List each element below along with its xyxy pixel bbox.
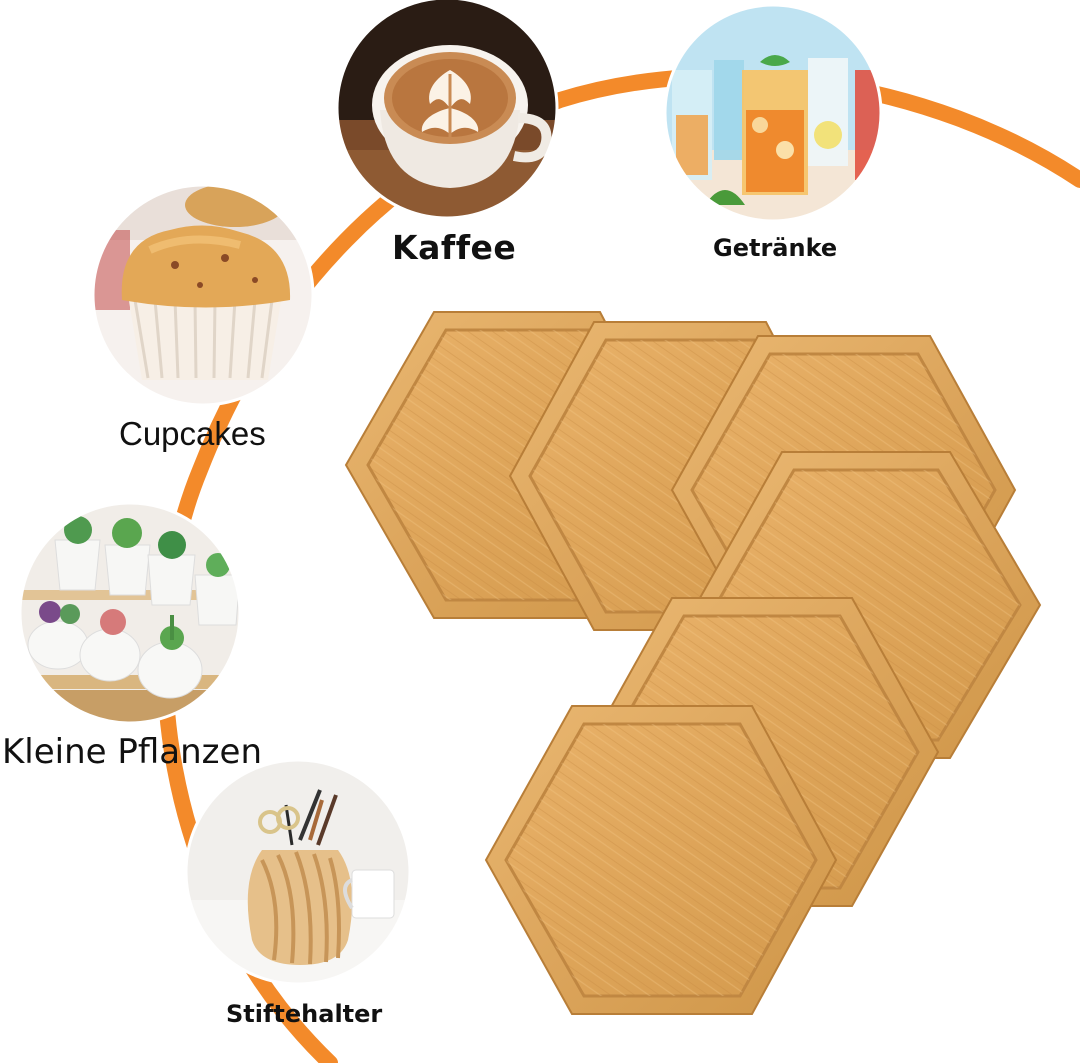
- plants-photo-border: [18, 501, 242, 725]
- coffee-photo: [337, 0, 557, 218]
- pen-holder-photo: [186, 760, 410, 984]
- cupcake-photo: [93, 185, 313, 405]
- pen-holder-photo-border: [184, 758, 412, 986]
- drinks-photo-border: [663, 3, 883, 223]
- label-kaffee: Kaffee: [392, 228, 517, 267]
- coffee-photo-border: [335, 0, 559, 220]
- label-stiftehalter: Stiftehalter: [226, 1000, 383, 1028]
- drinks-photo: [665, 5, 881, 221]
- coaster-6: [484, 705, 838, 1015]
- label-cupcakes: Cupcakes: [119, 415, 266, 452]
- label-kleine-pflanzen: Kleine Pflanzen: [2, 732, 262, 772]
- label-getraenke: Getränke: [713, 234, 838, 262]
- cupcake-photo-border: [91, 183, 315, 407]
